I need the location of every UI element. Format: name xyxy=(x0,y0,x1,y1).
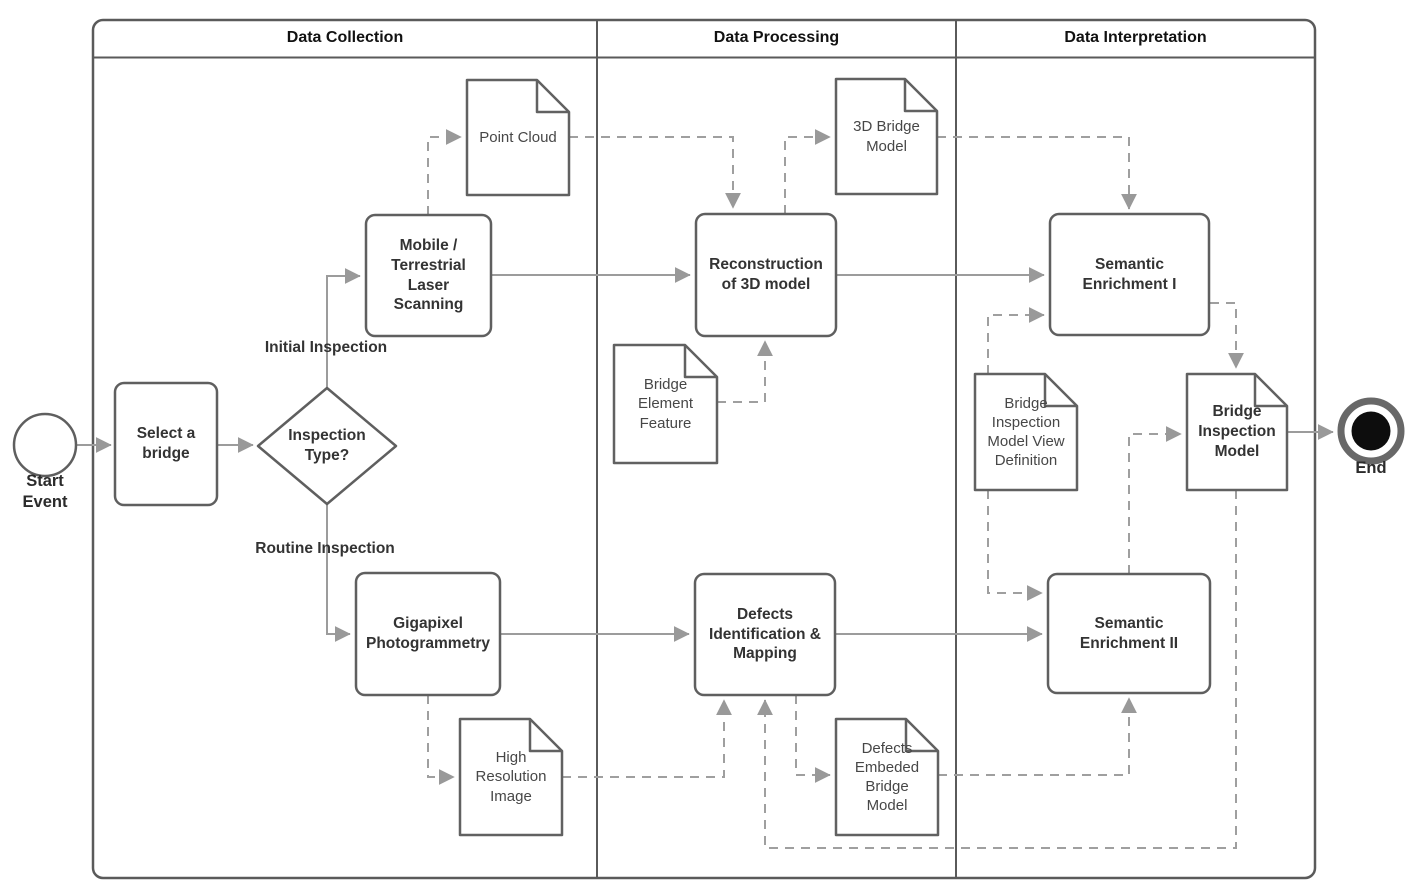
task-defects-identification xyxy=(693,572,837,697)
assoc-defects-to-defectsmodel xyxy=(795,695,831,783)
end-event-fill xyxy=(1351,411,1391,451)
document-bridge-element-feature xyxy=(612,343,719,465)
flow-gateway-to-laser xyxy=(326,268,361,388)
assoc-defectsmodel-to-semantic2 xyxy=(938,697,1137,776)
document-point-cloud xyxy=(465,78,571,197)
task-semantic-enrichment-2 xyxy=(1046,572,1212,695)
task-reconstruction-3d xyxy=(694,212,838,338)
task-laser-scanning xyxy=(364,213,493,338)
task-gigapixel-photogrammetry xyxy=(354,571,502,697)
assoc-laser-to-pointcloud xyxy=(427,129,462,215)
gateway-inspection-type xyxy=(256,386,398,506)
assoc-mvd-to-semantic1 xyxy=(987,307,1045,374)
document-bridge-inspection-model xyxy=(1185,372,1289,492)
assoc-bridgeelement-to-reconstruction xyxy=(717,340,773,403)
flow-gateway-to-gigapixel xyxy=(326,504,351,642)
assoc-gigapixel-to-highres xyxy=(427,695,455,785)
document-defects-embedded-bridge-model xyxy=(834,717,940,837)
assoc-highres-to-defects xyxy=(562,699,732,778)
assoc-pointcloud-to-reconstruction xyxy=(569,136,741,209)
start-event-circle xyxy=(12,412,78,478)
assoc-semantic2-to-bim xyxy=(1128,426,1182,574)
document-bridge-inspection-mvd xyxy=(973,372,1079,492)
assoc-3dbridgemodel-to-semantic1 xyxy=(937,136,1137,210)
process-pool xyxy=(91,18,1317,880)
task-semantic-enrichment-1 xyxy=(1048,212,1211,337)
assoc-semantic1-to-bim xyxy=(1210,302,1244,369)
task-select-bridge xyxy=(113,381,219,507)
assoc-reconstruction-to-3dbridgemodel xyxy=(784,129,831,214)
document-high-resolution-image xyxy=(458,717,564,837)
assoc-mvd-to-semantic2 xyxy=(987,490,1043,601)
assoc-bim-to-defects-loop xyxy=(757,490,1237,849)
document-3d-bridge-model xyxy=(834,77,939,196)
